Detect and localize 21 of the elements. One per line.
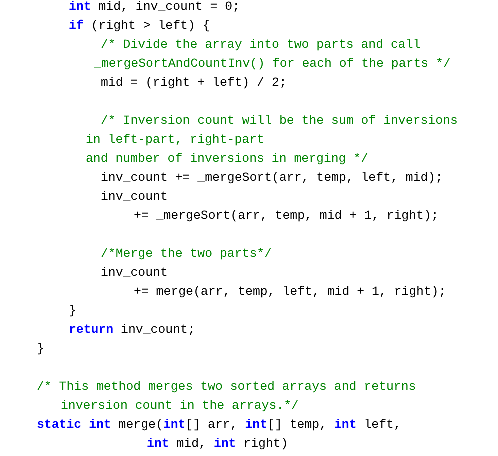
code-line: int mid, int right) (147, 437, 288, 451)
code-comment: _mergeSortAndCountInv() for each of the parts */ (94, 57, 451, 71)
code-line: mid = (right + left) / 2; (101, 76, 287, 90)
code-line: static int merge(int[] arr, int[] temp, int left, (37, 418, 402, 432)
code-line: += merge(arr, temp, left, mid + 1, right); (134, 285, 446, 299)
code-comment: /*Merge the two parts*/ (101, 247, 272, 261)
code-comment: inversion count in the arrays.*/ (61, 399, 299, 413)
code-line: inv_count (101, 266, 168, 280)
code-comment: /* Inversion count will be the sum of inversions (101, 114, 458, 128)
code-line: inv_count += _mergeSort(arr, temp, left, mid); (101, 171, 444, 185)
code-comment: /* Divide the array into two parts and call (101, 38, 421, 52)
code-line: inv_count (101, 190, 168, 204)
code-line: if (right > left) { (69, 19, 210, 33)
code-line: return inv_count; (69, 323, 196, 337)
code-comment: /* This method merges two sorted arrays and returns (37, 380, 416, 394)
code-comment: in left-part, right-part (86, 133, 264, 147)
code-line: } (37, 342, 44, 356)
code-line: += _mergeSort(arr, temp, mid + 1, right); (134, 209, 439, 223)
code-line: int mid, inv_count = 0; (69, 0, 240, 14)
code-comment: and number of inversions in merging */ (86, 152, 369, 166)
code-line: } (69, 304, 76, 318)
